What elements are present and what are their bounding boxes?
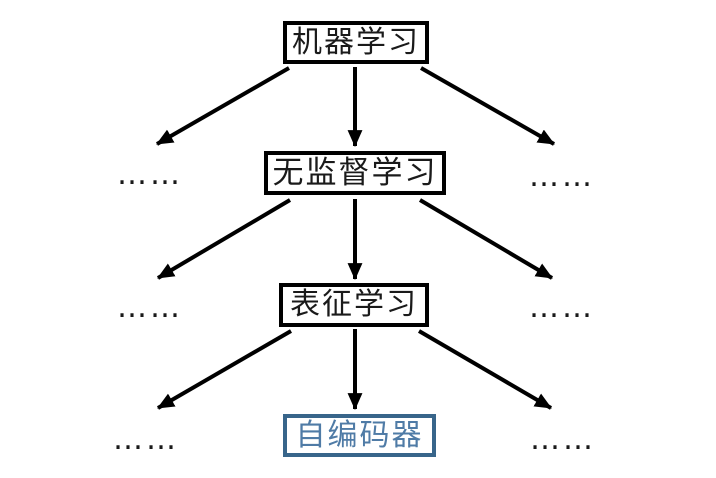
arrow-root-to-right-ellipsis bbox=[420, 66, 555, 146]
arrow-unsupervised-to-left-ellipsis bbox=[156, 198, 292, 280]
node-autoencoder: 自编码器 bbox=[283, 414, 436, 457]
node-representation-learning: 表征学习 bbox=[279, 283, 429, 327]
arrow-root-to-left-ellipsis bbox=[156, 66, 290, 146]
node-representation-learning-label: 表征学习 bbox=[290, 287, 418, 322]
ellipsis-left-level3: …… bbox=[117, 290, 183, 325]
ellipsis-right-level4: …… bbox=[530, 422, 596, 457]
arrow-representation-to-left-ellipsis bbox=[156, 329, 293, 410]
node-machine-learning: 机器学习 bbox=[283, 21, 429, 64]
node-unsupervised-learning-label: 无监督学习 bbox=[272, 154, 438, 191]
arrow-representation-to-right-ellipsis bbox=[417, 329, 553, 410]
node-unsupervised-learning: 无监督学习 bbox=[264, 151, 446, 195]
node-autoencoder-label: 自编码器 bbox=[295, 417, 424, 453]
ellipsis-left-level4: …… bbox=[113, 422, 179, 457]
ellipsis-right-level3: …… bbox=[529, 290, 595, 325]
ellipsis-right-level2: …… bbox=[529, 159, 595, 194]
arrow-unsupervised-to-right-ellipsis bbox=[418, 198, 554, 280]
node-machine-learning-label: 机器学习 bbox=[292, 24, 420, 60]
ellipsis-left-level2: …… bbox=[117, 157, 183, 192]
